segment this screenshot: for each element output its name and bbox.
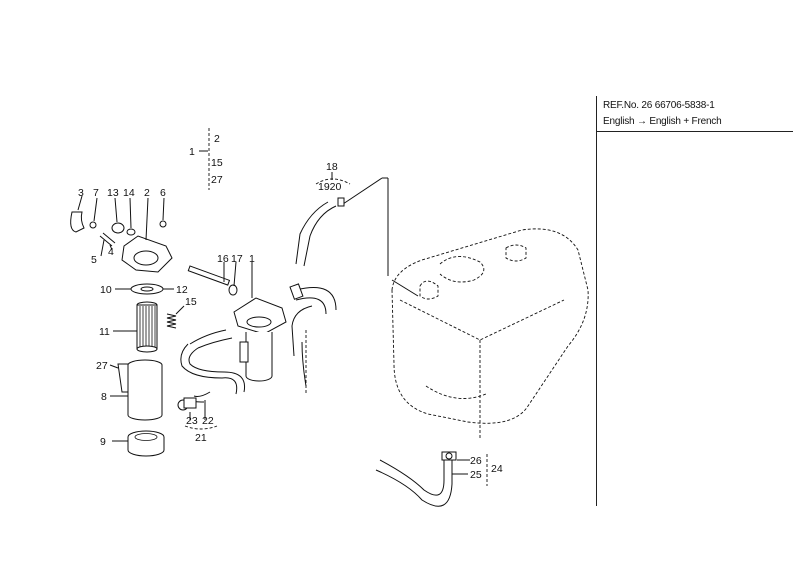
legend-label-2: 2: [214, 133, 220, 145]
callout-21: 21: [195, 432, 207, 444]
callout-8: 8: [101, 391, 107, 403]
reference-number: REF.No. 26 66706-5838-1: [603, 100, 715, 111]
clamps-22-23: [177, 397, 218, 430]
callout-25: 25: [470, 469, 482, 481]
callout-13: 13: [107, 187, 119, 199]
callout-4: 4: [108, 246, 114, 258]
group-legend: 1 2 15 27: [189, 128, 223, 190]
callout-24: 24: [491, 463, 503, 475]
callout-12: 12: [176, 284, 188, 296]
legend-label-27: 27: [211, 174, 223, 186]
filter-head-assembly: [70, 195, 173, 273]
reference-divider: [597, 131, 793, 132]
callout-7: 7: [93, 187, 99, 199]
ring-nut: [112, 430, 165, 457]
callout-3: 3: [78, 187, 84, 199]
callout-15: 15: [185, 296, 197, 308]
callout-5: 5: [91, 254, 97, 266]
fuel-tank: [391, 228, 589, 440]
callout-22: 22: [202, 415, 214, 427]
callout-18: 18: [326, 161, 338, 173]
callout-23: 23: [186, 415, 198, 427]
callout-14: 14: [123, 187, 135, 199]
callout-6: 6: [160, 187, 166, 199]
callout-16: 16: [217, 253, 229, 265]
language-note: English → English + French: [603, 116, 722, 127]
drain-hose: [375, 451, 488, 507]
gasket: [115, 283, 174, 295]
legend-label-15: 15: [211, 157, 223, 169]
bolt-16-17: [187, 261, 253, 298]
return-hose: [295, 172, 389, 276]
reference-panel: REF.No. 26 66706-5838-1 English → Englis…: [596, 96, 793, 506]
callout-26: 26: [470, 455, 482, 467]
callout-2: 2: [144, 187, 150, 199]
filter-head-center: [233, 297, 287, 382]
spring: [166, 305, 185, 329]
callout-17: 17: [231, 253, 243, 265]
callout-19-20: 1920: [318, 181, 342, 193]
callout-11: 11: [99, 326, 110, 338]
callout-27: 27: [96, 360, 108, 372]
filter-element: [113, 301, 158, 353]
callout-9: 9: [100, 436, 106, 448]
callout-1: 1: [249, 253, 255, 265]
hose-lines: [180, 283, 337, 403]
filter-bowl: [109, 359, 163, 421]
callout-10: 10: [100, 284, 112, 296]
legend-label-1: 1: [189, 146, 195, 158]
